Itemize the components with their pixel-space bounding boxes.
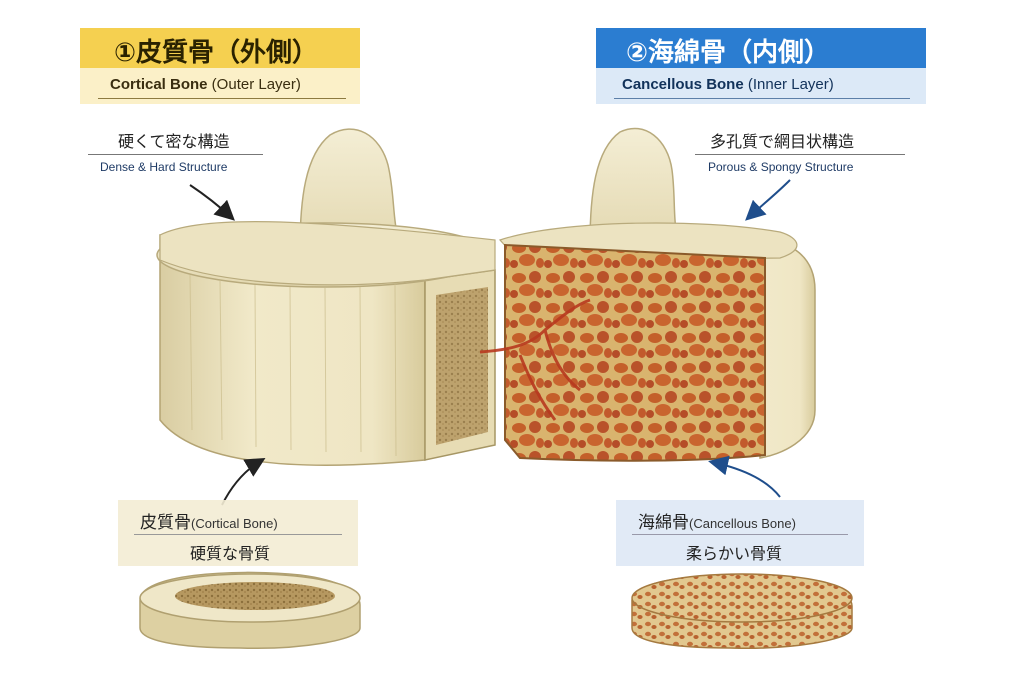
cancellous-bottom-arrow [708, 455, 781, 498]
cortical-slice [139, 571, 361, 650]
cortical-heading-band [80, 28, 360, 68]
cortical-heading-underline [98, 98, 346, 99]
cortical-heading-en-rest: (Outer Layer) [207, 76, 301, 93]
cortical-heading: ①皮質骨（外側） Cortical Bone (Outer Layer) [80, 28, 360, 104]
cancellous-heading-en-bold: Cancellous Bone [622, 76, 744, 93]
cancellous-slice [631, 573, 853, 650]
cancellous-cut-face [504, 243, 766, 462]
cortical-bottom-label-divider [134, 534, 342, 535]
cortical-inner-cavity [436, 287, 488, 445]
cortical-callout-en: Dense & Hard Structure [100, 160, 228, 174]
cancellous-heading-underline [614, 98, 910, 99]
cortical-striations [189, 274, 397, 457]
cancellous-callout-arrow [745, 179, 791, 221]
cancellous-callout-divider [695, 154, 905, 155]
cancellous-bottom-label-title: 海綿骨(Cancellous Bone) [638, 508, 796, 533]
cortical-process [299, 128, 402, 251]
cancellous-heading-en-rest: (Inner Layer) [743, 76, 834, 93]
cancellous-bottom-label-bg [616, 500, 864, 566]
cancellous-bottom-label-jp: 海綿骨 [638, 513, 689, 533]
cortical-callout-arrow [189, 184, 235, 221]
cancellous-bottom-desc: 柔らかい骨質 [686, 544, 783, 563]
cancellous-heading-en: Cancellous Bone (Inner Layer) [622, 76, 834, 93]
cortical-callout-divider [88, 154, 263, 155]
cortical-heading-en: Cortical Bone (Outer Layer) [110, 76, 301, 93]
cortical-bottom-label-en: (Cortical Bone) [191, 516, 278, 531]
cortical-callout-jp: 硬くて密な構造 [118, 132, 230, 151]
cortical-bottom-label-jp: 皮質骨 [140, 513, 191, 533]
cortical-bottom-desc: 硬質な骨質 [190, 544, 271, 563]
cancellous-bottom-label-divider [632, 534, 848, 535]
cancellous-heading: ②海綿骨（内側） Cancellous Bone (Inner Layer) [596, 28, 926, 104]
cortical-bottom-label-title: 皮質骨(Cortical Bone) [140, 508, 278, 533]
cancellous-callout-en: Porous & Spongy Structure [708, 160, 854, 174]
cortical-heading-jp: ①皮質骨（外側） [114, 38, 319, 68]
cancellous-heading-band [596, 28, 926, 68]
cancellous-callout-jp: 多孔質で網目状構造 [710, 132, 855, 151]
cortical-bottom-label: 皮質骨(Cortical Bone) 硬質な骨質 [118, 500, 358, 566]
cortical-bottom-label-bg [118, 500, 358, 566]
blood-vessels [479, 298, 591, 421]
cancellous-bottom-label-en: (Cancellous Bone) [689, 516, 796, 531]
cancellous-process [589, 127, 682, 246]
cortical-bottom-arrow [221, 457, 266, 506]
cancellous-bottom-label: 海綿骨(Cancellous Bone) 柔らかい骨質 [616, 500, 864, 566]
cortical-top-edge [159, 221, 496, 286]
cancellous-heading-jp: ②海綿骨（内側） [626, 38, 831, 68]
cortical-body-side [159, 234, 426, 466]
cortical-heading-en-bold: Cortical Bone [110, 76, 208, 93]
